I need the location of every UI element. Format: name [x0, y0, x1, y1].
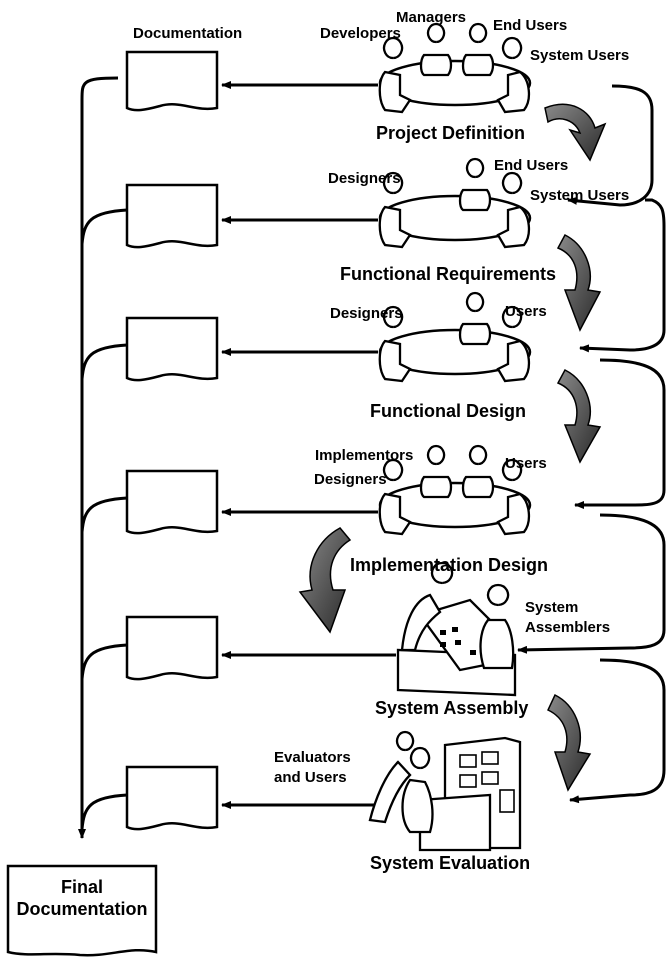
person-icon: [463, 24, 493, 75]
doc-connector: [82, 795, 127, 829]
document-pages: [127, 52, 217, 829]
role-label: Implementors: [315, 447, 413, 464]
role-label: Developers: [320, 25, 401, 42]
stage-title: Functional Design: [370, 401, 526, 421]
flow-arrow-3: [558, 370, 600, 462]
role-label: Evaluators: [274, 749, 351, 766]
role-label: End Users: [494, 157, 568, 174]
documentation-label: Documentation: [133, 25, 242, 42]
doc-connector: [82, 345, 127, 379]
console-scene: [370, 732, 520, 850]
role-label: System: [525, 599, 578, 616]
role-label: Designers: [328, 170, 401, 187]
document-page-6: [127, 767, 217, 829]
stage-title: Functional Requirements: [340, 264, 556, 284]
doc-connector: [82, 645, 127, 679]
person-icon: [460, 293, 490, 344]
role-label: and Users: [274, 769, 347, 786]
document-page-4: [127, 471, 217, 533]
person-icon: [463, 446, 493, 497]
workstation-scene: [398, 563, 515, 695]
person-icon: [421, 446, 451, 497]
role-label: Designers: [330, 305, 403, 322]
final-doc-line2: Documentation: [16, 899, 147, 919]
final-documentation: Final Documentation: [8, 866, 156, 955]
doc-connectors: [82, 210, 127, 829]
person-icon: [421, 24, 451, 75]
role-label: Managers: [396, 9, 466, 26]
role-label: Designers: [314, 471, 387, 488]
output-arrows: [222, 85, 396, 805]
role-label: System Users: [530, 187, 629, 204]
stage-title: System Assembly: [375, 698, 528, 718]
doc-connector: [82, 210, 127, 244]
feedback-loop-2: [580, 200, 664, 350]
feedback-loop-5: [570, 660, 664, 800]
stage-title: Project Definition: [376, 123, 525, 143]
stage-title: Implementation Design: [350, 555, 548, 575]
role-label: Assemblers: [525, 619, 610, 636]
doc-connector: [82, 498, 127, 532]
collector-line: [82, 78, 118, 838]
stage-title: System Evaluation: [370, 853, 530, 873]
role-label: Users: [505, 455, 547, 472]
flow-arrow-2: [558, 235, 600, 330]
flow-arrow-4: [300, 528, 350, 632]
person-icon: [481, 585, 514, 668]
document-page-3: [127, 318, 217, 380]
role-label: End Users: [493, 17, 567, 34]
meeting-scene-1: [380, 24, 530, 112]
role-label: Users: [505, 303, 547, 320]
document-page-2: [127, 185, 217, 247]
document-page-1: [127, 52, 217, 110]
person-icon: [403, 748, 433, 832]
document-page-5: [127, 617, 217, 679]
role-label: System Users: [530, 47, 629, 64]
flow-arrow-5: [548, 695, 590, 790]
person-icon: [460, 159, 490, 210]
final-doc-line1: Final: [61, 877, 103, 897]
flow-arrow-1: [545, 104, 605, 160]
